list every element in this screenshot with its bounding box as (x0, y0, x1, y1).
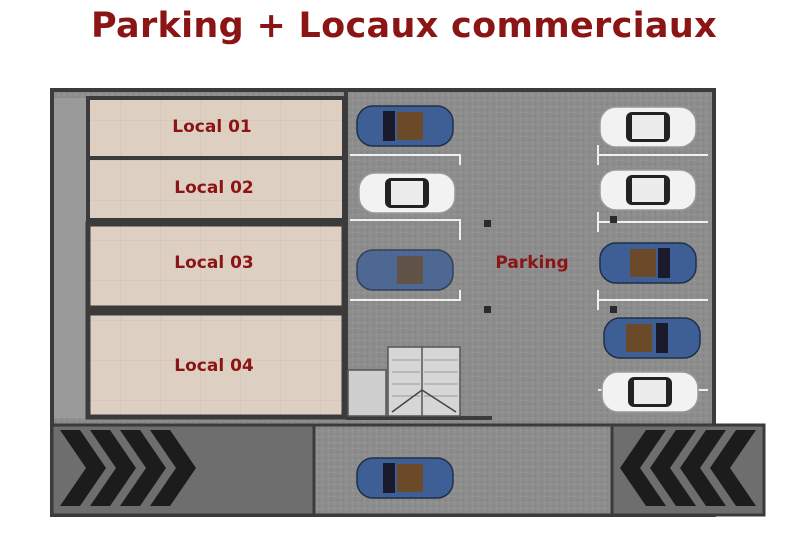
plan-title: Parking + Locaux commerciaux (91, 6, 717, 46)
local-02-label: Local 02 (174, 178, 254, 198)
ramp-chevron-icon (620, 430, 756, 506)
car-icon (356, 105, 454, 147)
local-02[interactable] (86, 156, 346, 222)
parking-label: Parking (495, 253, 569, 273)
local-01-label: Local 01 (172, 117, 252, 137)
local-03-label: Local 03 (174, 253, 254, 273)
car-icon (603, 317, 701, 359)
car-icon (599, 242, 697, 284)
car-icon (358, 172, 456, 214)
car-icon (356, 457, 454, 499)
car-icon (599, 106, 697, 148)
local-04[interactable] (85, 310, 347, 420)
car-icon (601, 371, 699, 413)
local-04-label: Local 04 (174, 356, 254, 376)
car-icon (356, 249, 454, 291)
ramp-chevron-icon (60, 430, 196, 506)
stairs-icon[interactable] (347, 346, 461, 417)
car-icon (599, 169, 697, 211)
